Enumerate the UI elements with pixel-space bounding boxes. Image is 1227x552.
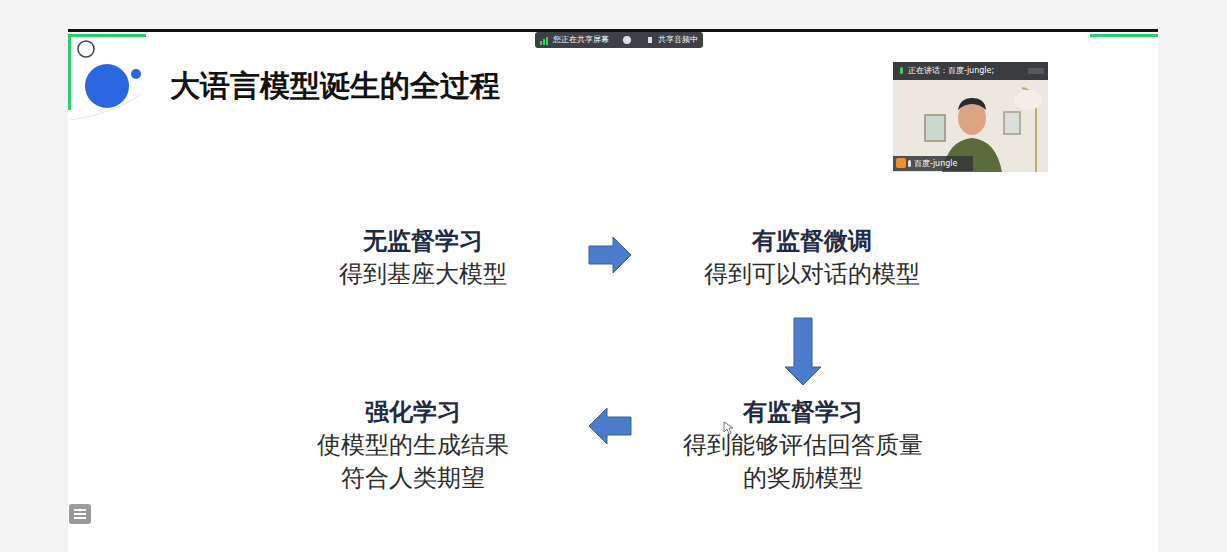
menu-line: [74, 513, 86, 515]
ui-label: 正在讲话：百度-jungle;: [908, 66, 994, 76]
step-description: 使模型的生成结果 符合人类期望: [252, 429, 574, 495]
step-node: 无监督学习得到基座大模型: [264, 221, 582, 299]
deco-dot: [131, 69, 141, 79]
audio-icon: [648, 37, 652, 43]
block-arrow: [589, 237, 631, 273]
step-node: 有监督微调得到可以对话的模型: [638, 221, 986, 311]
video-header: [893, 62, 1048, 80]
step-description: 得到可以对话的模型: [646, 258, 978, 291]
name-bar: [893, 156, 973, 171]
step-node: 强化学习使模型的生成结果 符合人类期望: [244, 392, 582, 503]
header-icon: [1028, 68, 1044, 74]
stop-icon: [623, 36, 631, 44]
top-rule: [68, 29, 1158, 32]
green-accent: [1090, 34, 1158, 37]
step-node: 有监督学习得到能够评估回答质量 的奖励模型: [638, 392, 968, 503]
share-bar: [535, 32, 703, 48]
step-heading: 无监督学习: [272, 225, 574, 258]
green-accent: [68, 34, 71, 110]
signal-icon: [540, 41, 542, 45]
menu-line: [74, 509, 86, 511]
signal-icon: [546, 37, 548, 45]
user-icon: [896, 158, 906, 168]
step-heading: 强化学习: [252, 396, 574, 429]
lamp-shade: [1014, 90, 1042, 110]
video-panel: [893, 62, 1048, 172]
slide-area: [68, 30, 1158, 552]
ui-label: 共享音频中: [658, 35, 698, 45]
wall-picture: [1004, 112, 1020, 134]
step-heading: 有监督微调: [646, 225, 978, 258]
block-arrow: [589, 408, 631, 444]
block-arrow: [785, 318, 821, 385]
green-accent: [70, 34, 146, 37]
mic-icon: [908, 160, 911, 167]
step-heading: 有监督学习: [646, 396, 960, 429]
wall-picture: [925, 115, 945, 141]
menu-line: [74, 517, 86, 519]
person-hair: [958, 98, 986, 110]
video-wall: [893, 80, 1048, 172]
step-description: 得到能够评估回答质量 的奖励模型: [646, 429, 960, 495]
mic-icon: [900, 67, 903, 74]
ui-label: 百度-jungle: [914, 159, 957, 169]
slide-title: 大语言模型诞生的全过程: [170, 66, 500, 107]
deco-circle: [78, 41, 94, 57]
ui-label: 您正在共享屏幕: [553, 35, 609, 45]
menu-icon: [69, 504, 91, 524]
signal-icon: [543, 39, 545, 45]
deco-circle: [85, 64, 129, 108]
step-description: 得到基座大模型: [272, 258, 574, 291]
